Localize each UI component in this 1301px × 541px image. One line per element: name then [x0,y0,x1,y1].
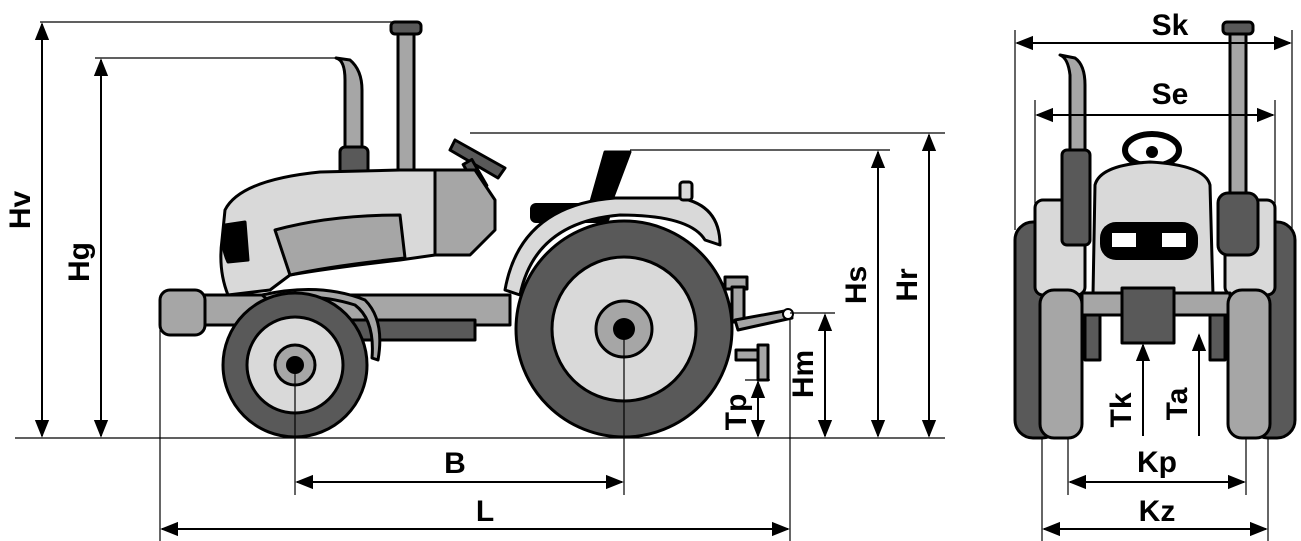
label-tk: Tk [1105,392,1138,427]
label-hs: Hs [840,266,873,304]
label-l: L [476,495,494,528]
label-hm: Hm [787,350,820,398]
label-kz: Kz [1139,495,1176,528]
front-view-front-wheel-right [1226,288,1272,440]
steering-wheel [448,138,507,180]
exhaust-pipe-curved [334,56,364,152]
label-sk: Sk [1152,9,1189,42]
front-weight [158,288,207,337]
side-view-tractor [158,20,794,439]
label-se: Se [1152,78,1189,111]
label-b: B [444,447,466,480]
front-view-tractor [1013,20,1297,440]
front-view-dimensions: Sk Se Tk Ta Kp Kz [1014,9,1293,541]
label-ta: Ta [1161,387,1194,420]
label-hg: Hg [63,242,96,282]
label-tp: Tp [720,394,753,431]
label-hv: Hv [4,191,37,230]
front-view-front-wheel-left [1038,288,1084,440]
label-kp: Kp [1137,446,1177,479]
label-hr: Hr [891,268,924,302]
front-grille [221,220,250,264]
front-view-headlights [1100,222,1198,260]
side-view-dimensions: Hv Hg Hs Hr Hm Tp B L [4,21,945,541]
rear-three-point-hitch [723,275,794,382]
rear-fender [503,196,722,297]
